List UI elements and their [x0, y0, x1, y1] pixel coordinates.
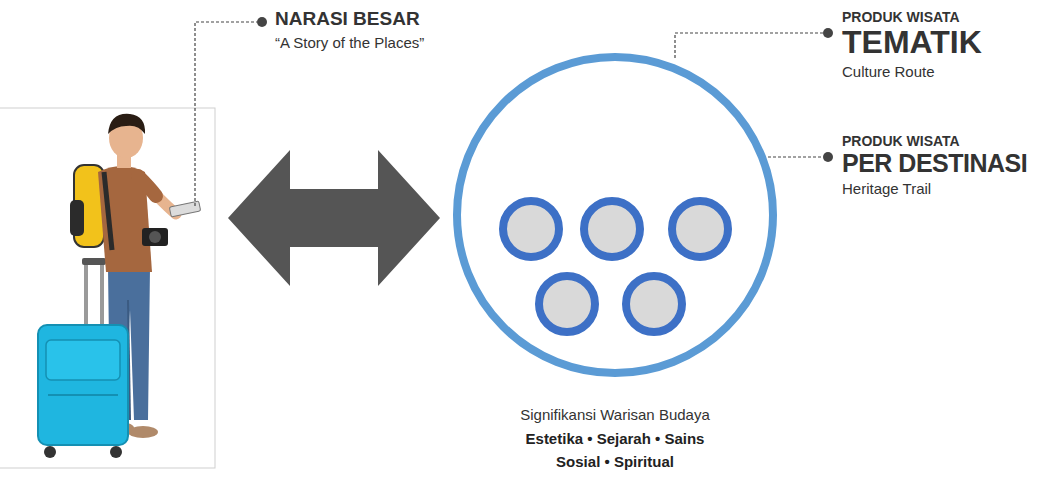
product-kicker: PRODUK WISATA	[842, 133, 960, 149]
text-anchor: PRODUK WISATA	[842, 133, 960, 149]
heritage-item-circle	[584, 201, 640, 257]
caption-line: Signifikansi Warisan Budaya	[465, 404, 765, 426]
photo-frame	[0, 108, 215, 468]
tourist-figure	[38, 114, 201, 458]
callout-heading: NARASI BESAR	[275, 8, 420, 30]
heritage-item-circle	[626, 276, 682, 332]
significance-list: Estetika • Sejarah • Sains Sosial • Spir…	[512, 427, 718, 473]
product-subtitle: Heritage Trail	[842, 180, 931, 198]
heritage-item-circle	[672, 201, 728, 257]
text-anchor: Estetika • Sejarah • Sains Sosial • Spir…	[512, 427, 718, 473]
leader-dot	[823, 152, 833, 162]
circle-outline	[452, 52, 778, 378]
text-anchor: Culture Route	[842, 63, 935, 81]
product-subtitle: Culture Route	[842, 63, 935, 81]
text-anchor: Signifikansi Warisan Budaya	[465, 404, 765, 426]
text-anchor: Heritage Trail	[842, 180, 931, 198]
product-title: PER DESTINASI	[842, 148, 1027, 178]
outer-circle	[457, 57, 773, 373]
text-anchor: “A Story of the Places”	[275, 34, 424, 52]
photo-frame-node: NARASI BESAR“A Story of the Places”	[0, 108, 215, 468]
heritage-circle: Signifikansi Warisan BudayaEstetika • Se…	[452, 52, 778, 378]
leader-dot	[823, 28, 833, 38]
product-kicker: PRODUK WISATA	[842, 9, 960, 25]
text-anchor: PRODUK WISATA	[842, 9, 960, 25]
callout-subtitle: “A Story of the Places”	[275, 34, 424, 52]
heritage-item-circle	[539, 276, 595, 332]
text-anchor: NARASI BESAR	[275, 8, 420, 30]
leader-dot	[257, 17, 267, 27]
heritage-item-circle	[503, 201, 559, 257]
leader-line	[195, 22, 257, 206]
product-title: TEMATIK	[842, 24, 982, 60]
double-arrow	[228, 150, 440, 286]
text-anchor: PER DESTINASI	[842, 148, 1027, 178]
leader-line	[675, 33, 823, 58]
text-anchor: TEMATIK	[842, 24, 982, 60]
